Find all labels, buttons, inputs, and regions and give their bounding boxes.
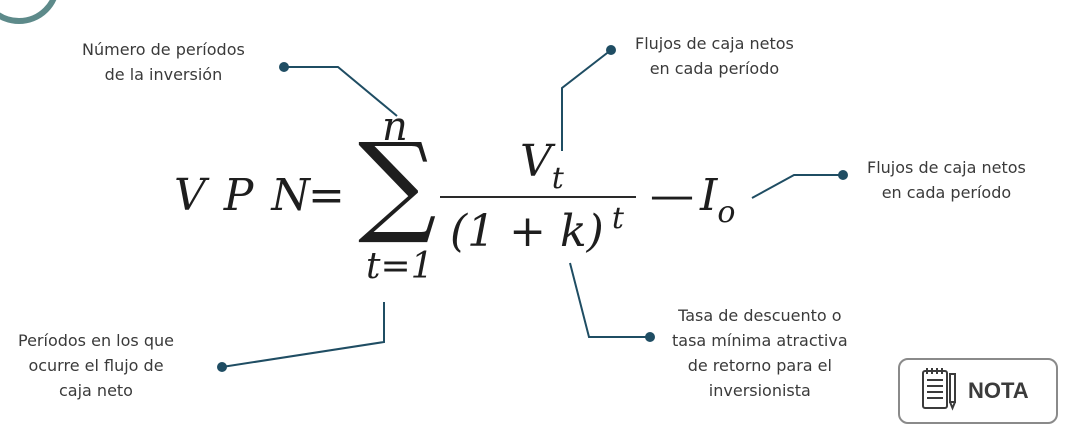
label-cashflow-right: Flujos de caja netos en cada período (867, 158, 1026, 202)
investment-base: I (700, 170, 718, 221)
denominator: (1 + k)t (450, 201, 624, 257)
numerator-subscript: t (551, 161, 564, 196)
notepad-icon (920, 366, 958, 416)
connector-cashflow-top (561, 49, 612, 151)
formula-equals: = (308, 170, 345, 221)
label-cashflow-top: Flujos de caja netos en cada período (635, 34, 794, 78)
dot-investment (838, 170, 848, 180)
initial-investment: Io (700, 170, 735, 230)
fraction-bar (440, 196, 636, 198)
denominator-exponent: t (611, 201, 624, 236)
nota-button[interactable]: NOTA (898, 358, 1058, 424)
formula-minus: — (650, 170, 694, 221)
label-periods-cashflow-occurs: Períodos en los que ocurre el flujo de c… (18, 331, 174, 400)
label-discount-rate: Tasa de descuento o tasa mínima atractiv… (672, 306, 848, 400)
sum-lower-limit: t=1 (366, 246, 434, 287)
investment-subscript: o (717, 195, 736, 230)
denominator-base: (1 + k) (450, 206, 604, 257)
connector-occurs (221, 302, 385, 368)
dot-rate (645, 332, 655, 342)
sum-upper-limit: n (382, 104, 408, 150)
nota-label: NOTA (968, 378, 1029, 403)
numerator-base: V (520, 136, 552, 187)
label-number-of-periods: Número de períodos de la inversión (82, 40, 245, 84)
numerator: Vt (520, 136, 564, 196)
dot-periods (279, 62, 289, 72)
formula-lhs: V P N (174, 170, 312, 221)
connector-investment (751, 174, 843, 199)
connector-periods (284, 66, 398, 117)
dot-occurs (217, 362, 227, 372)
connector-rate (569, 262, 650, 338)
sigma-symbol: ∑ (358, 119, 437, 247)
dot-cashflow-top (606, 45, 616, 55)
